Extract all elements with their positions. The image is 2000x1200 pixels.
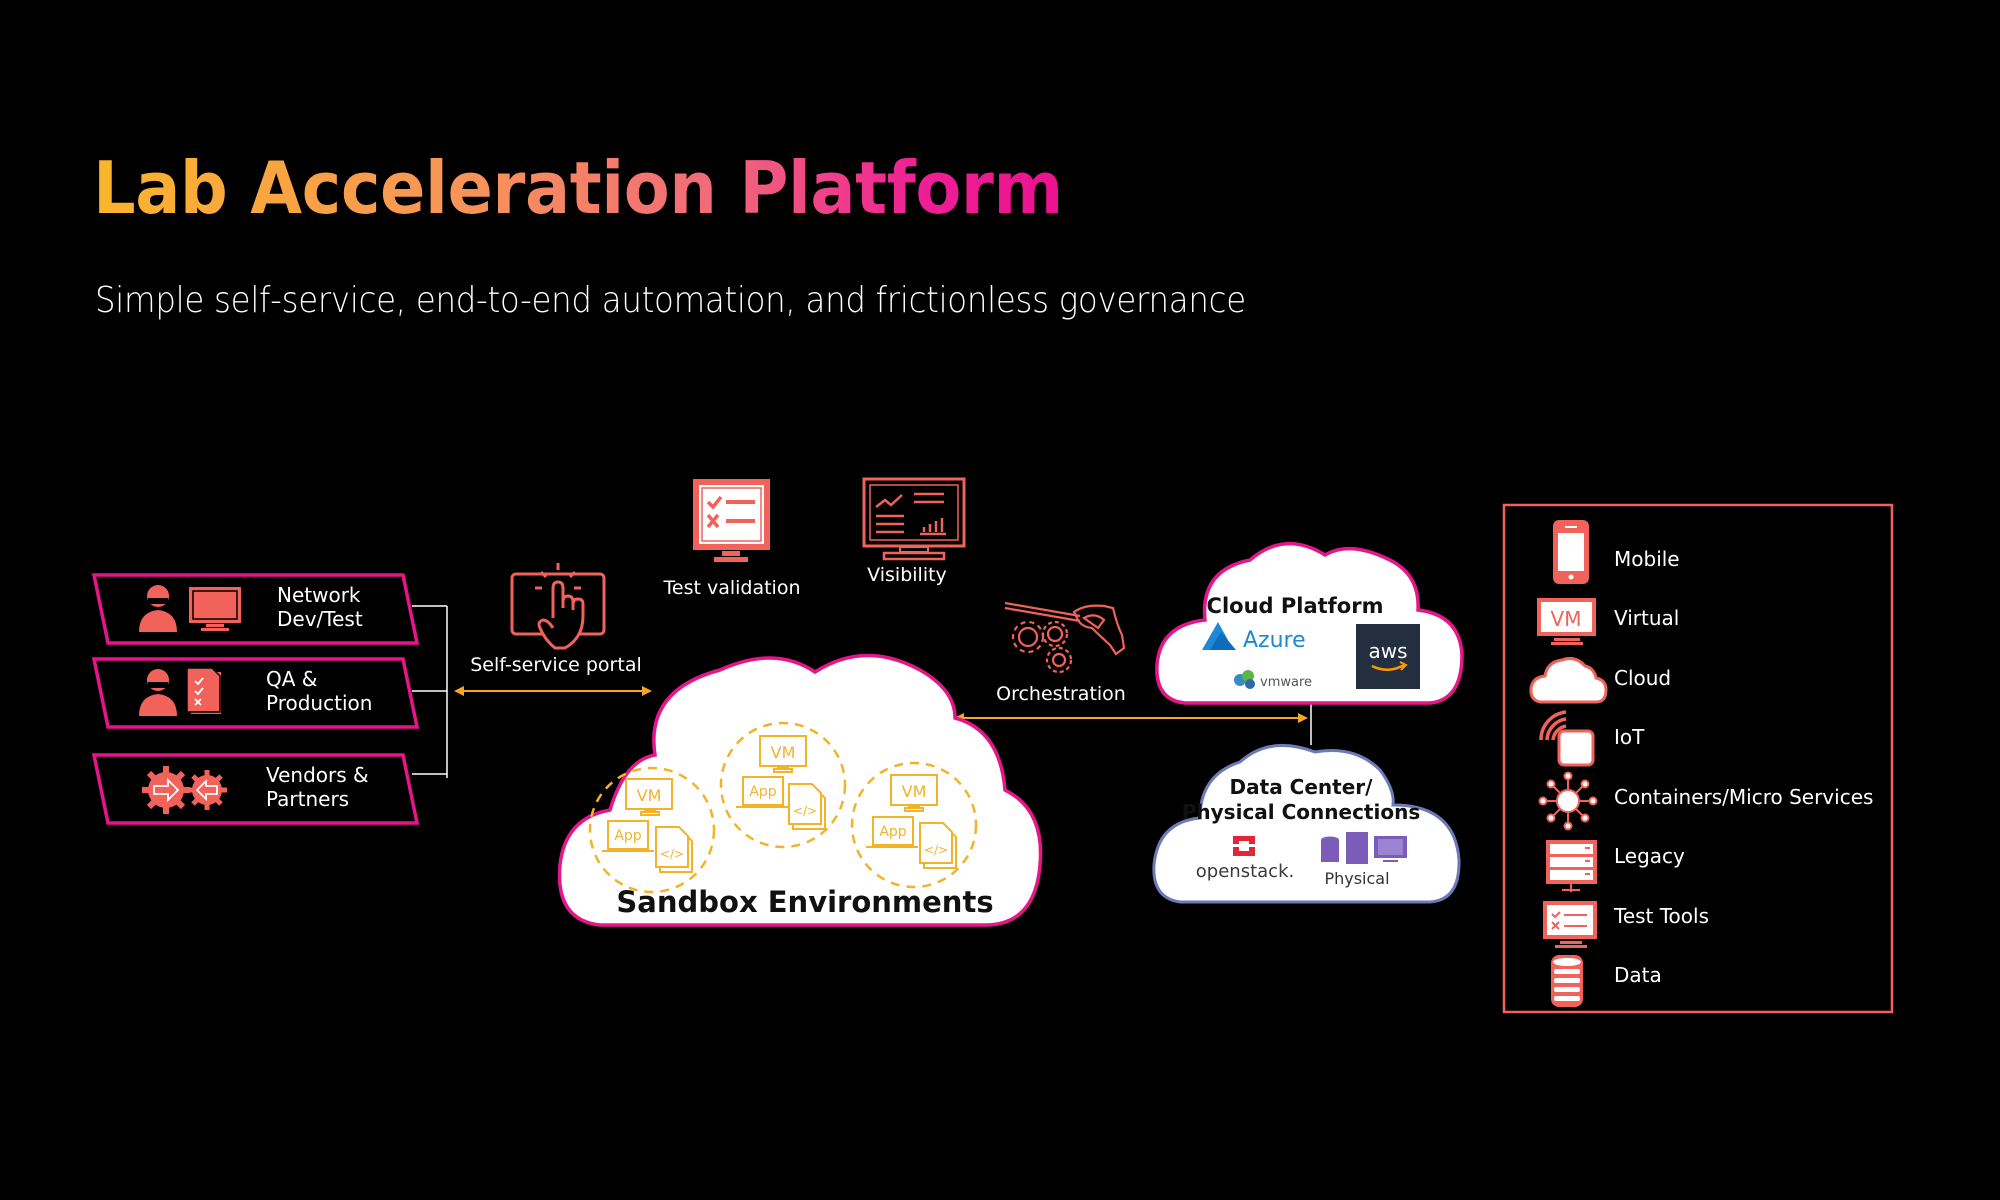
physical-label: Physical bbox=[1324, 869, 1389, 888]
checklist-document-icon bbox=[186, 667, 221, 714]
vm-label: VM bbox=[771, 743, 796, 762]
server-rack-icon bbox=[1546, 840, 1597, 892]
azure-logo: Azure bbox=[1202, 622, 1306, 653]
svg-text:openstack.: openstack. bbox=[1196, 861, 1294, 882]
code-label: </> bbox=[793, 804, 817, 818]
aws-logo: aws bbox=[1356, 624, 1420, 689]
physical-devices-icon bbox=[1321, 832, 1407, 864]
test-validation-label: Test validation bbox=[663, 577, 801, 599]
user-icon bbox=[139, 585, 177, 632]
user-group-label-line2: Partners bbox=[266, 787, 349, 811]
microservices-hub-icon bbox=[1538, 771, 1598, 831]
visibility[interactable]: Visibility bbox=[862, 477, 966, 586]
laptop-app-icon bbox=[602, 820, 654, 852]
orchestration[interactable]: Orchestration bbox=[996, 601, 1126, 705]
legend-item-containers: Containers/Micro Services bbox=[1614, 785, 1874, 809]
data-center-title-line2: Physical Connections bbox=[1182, 800, 1420, 824]
code-label: </> bbox=[924, 843, 948, 857]
vm-monitor-icon: VM bbox=[1537, 598, 1596, 645]
page-title: Lab Acceleration Platform bbox=[93, 146, 1063, 230]
legend-item-cloud: Cloud bbox=[1614, 666, 1672, 690]
mobile-phone-icon bbox=[1553, 520, 1589, 584]
orchestration-label: Orchestration bbox=[996, 683, 1126, 705]
user-group-label-line1: QA & bbox=[266, 667, 317, 691]
openstack-logo: openstack. bbox=[1196, 836, 1294, 882]
orchestration-gears-hand-icon bbox=[1004, 601, 1126, 674]
legend-item-test-tools: Test Tools bbox=[1614, 904, 1710, 928]
vm-monitor-icon bbox=[759, 735, 807, 773]
cloud-platform-title: Cloud Platform bbox=[1207, 594, 1384, 618]
sandbox-environment[interactable]: VM App </> bbox=[719, 721, 847, 849]
code-file-icon bbox=[919, 822, 957, 869]
app-label: App bbox=[749, 784, 776, 800]
resource-legend-panel: VM bbox=[1502, 503, 1894, 1014]
app-label: App bbox=[614, 828, 641, 844]
svg-text:VM: VM bbox=[1551, 607, 1582, 631]
sandbox-environments-cloud[interactable]: VM App </> VM App </> bbox=[557, 653, 1043, 927]
user-group-label-line1: Vendors & bbox=[266, 763, 369, 787]
svg-text:aws: aws bbox=[1368, 639, 1407, 663]
self-service-portal[interactable]: Self-service portal bbox=[470, 563, 642, 676]
cloud-platform-cloud[interactable]: Cloud Platform Azure aws vmware bbox=[1155, 542, 1464, 705]
database-icon bbox=[1551, 955, 1583, 1007]
sandbox-environment[interactable]: VM App </> bbox=[850, 761, 978, 889]
laptop-app-icon bbox=[866, 816, 918, 848]
page-subtitle: Simple self-service, end-to-end automati… bbox=[95, 280, 1246, 321]
iot-device-icon bbox=[1539, 710, 1595, 767]
code-file-icon bbox=[788, 783, 826, 830]
laptop-app-icon bbox=[736, 776, 788, 808]
svg-text:vmware: vmware bbox=[1260, 675, 1312, 690]
sandbox-environment[interactable]: VM App </> bbox=[588, 766, 716, 894]
vmware-logo: vmware bbox=[1234, 670, 1312, 690]
user-icon bbox=[139, 669, 177, 716]
monitor-icon bbox=[189, 587, 241, 631]
self-service-portal-label: Self-service portal bbox=[470, 654, 642, 676]
code-label: </> bbox=[660, 847, 684, 861]
vm-monitor-icon bbox=[625, 778, 673, 816]
touch-screen-icon bbox=[510, 563, 606, 650]
user-group-vendors-partners[interactable]: Vendors & Partners bbox=[91, 753, 420, 825]
user-group-qa-production[interactable]: QA & Production bbox=[91, 657, 420, 729]
legend-item-mobile: Mobile bbox=[1614, 547, 1680, 571]
gear-arrow-right-icon bbox=[142, 766, 190, 814]
dashboard-monitor-icon bbox=[862, 477, 966, 561]
sandbox-environments-title: Sandbox Environments bbox=[616, 885, 993, 919]
vm-label: VM bbox=[637, 786, 662, 805]
user-groups-bracket-connector bbox=[412, 605, 448, 778]
cloud-icon bbox=[1529, 657, 1608, 704]
code-file-icon bbox=[655, 826, 693, 873]
test-validation-monitor-icon bbox=[693, 479, 770, 562]
data-center-title-line1: Data Center/ bbox=[1230, 775, 1374, 799]
user-group-label-line2: Dev/Test bbox=[277, 607, 363, 631]
legend-item-data: Data bbox=[1614, 963, 1662, 987]
vm-monitor-icon bbox=[890, 774, 938, 812]
legend-item-iot: IoT bbox=[1614, 725, 1645, 749]
visibility-label: Visibility bbox=[867, 564, 947, 586]
user-group-label-line2: Production bbox=[266, 691, 372, 715]
svg-text:Azure: Azure bbox=[1243, 628, 1306, 653]
test-validation[interactable]: Test validation bbox=[663, 479, 801, 599]
data-center-cloud[interactable]: Data Center/ Physical Connections openst… bbox=[1152, 743, 1461, 904]
user-group-network-devtest[interactable]: Network Dev/Test bbox=[91, 573, 420, 645]
vm-label: VM bbox=[902, 782, 927, 801]
app-label: App bbox=[879, 824, 906, 840]
gear-arrow-left-icon bbox=[187, 770, 227, 810]
user-group-label-line1: Network bbox=[277, 583, 361, 607]
test-tools-monitor-icon bbox=[1543, 901, 1597, 948]
legend-item-legacy: Legacy bbox=[1614, 844, 1685, 868]
legend-item-virtual: Virtual bbox=[1614, 606, 1680, 630]
